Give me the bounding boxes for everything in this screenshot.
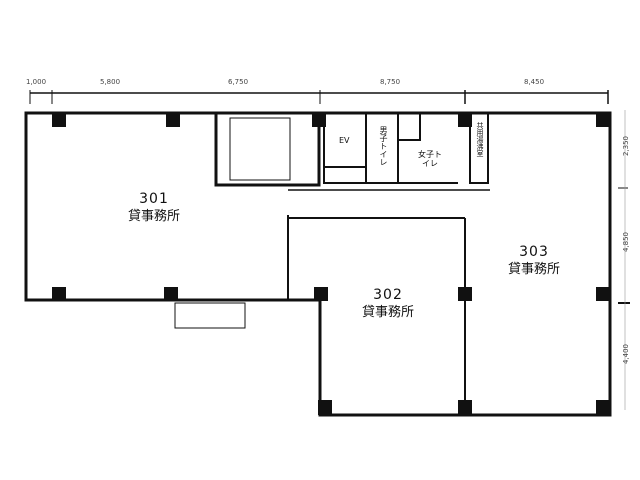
room-label: 貸事務所 (128, 209, 181, 224)
dimension-label: 2,350 (622, 135, 631, 157)
dimension-label: 8,750 (380, 78, 401, 86)
dimension-label: 5,800 (100, 78, 121, 86)
womens-toilet-label: 女子トイレ (418, 150, 442, 168)
dimension-label: 4,850 (622, 231, 631, 253)
room-number: 303 (519, 244, 549, 260)
outer-wall (24, 111, 612, 417)
room-label: 貸事務所 (362, 305, 415, 320)
dimension-label: 1,000 (26, 78, 47, 86)
room-label: 貸事務所 (508, 262, 561, 277)
room-302: 302 貸事務所 (362, 286, 414, 322)
room-303: 303 貸事務所 (508, 243, 560, 279)
mens-toilet-label: 男子トイレ (379, 126, 388, 166)
kitchenette-label: 共用湯沸室 (476, 122, 484, 157)
room-number: 301 (139, 191, 169, 207)
dimension-label: 4,400 (622, 343, 631, 365)
room-number: 302 (373, 287, 403, 303)
dimension-label: 8,450 (524, 78, 545, 86)
dimension-label: 6,750 (228, 78, 249, 86)
room-301: 301 貸事務所 (128, 190, 180, 226)
elevator-label: EV (339, 136, 350, 145)
